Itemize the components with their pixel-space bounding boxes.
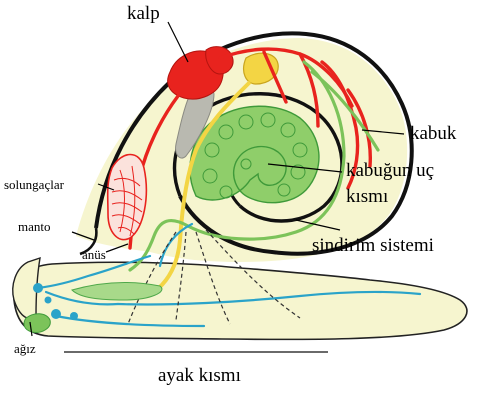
label-shell-tip: kabuğun uç kısmı (346, 158, 466, 210)
label-foot: ayak kısmı (158, 366, 241, 385)
label-shell: kabuk (410, 124, 456, 143)
label-heart: kalp (127, 4, 160, 23)
label-mouth: ağız (14, 342, 36, 355)
label-mantle: manto (18, 220, 51, 233)
mouth-organ (24, 314, 50, 333)
label-digestive: sindirim sistemi (312, 236, 434, 255)
label-gills: solungaçlar (4, 178, 64, 191)
label-anus: anüs (82, 248, 106, 261)
